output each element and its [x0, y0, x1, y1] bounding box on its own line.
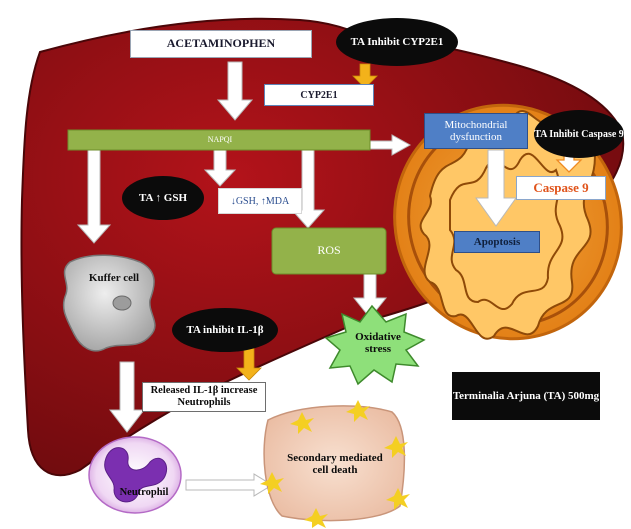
- released-il1b-box: Released IL-1β increase Neutrophils: [142, 382, 266, 412]
- arrow-inhibit-il1b: [236, 347, 262, 381]
- acetaminophen-box: ACETAMINOPHEN: [130, 30, 312, 58]
- ta-inhibit-cyp2e1-oval: TA Inhibit CYP2E1: [336, 18, 458, 66]
- ta-inhibit-il1b-oval: TA inhibit IL-1β: [172, 308, 278, 352]
- arrow-napqi-mito: [367, 134, 412, 156]
- arrow-napqi-gsh: [203, 149, 237, 187]
- ta-inhibit-caspase9-oval: TA Inhibit Caspase 9: [534, 110, 624, 158]
- arrow-ros-oxidative: [352, 273, 388, 319]
- kuffer-cell-nucleus: [112, 295, 132, 311]
- gsh-mda-box: ↓GSH, ↑MDA: [218, 188, 302, 214]
- arrow-acetaminophen-napqi: [216, 61, 254, 121]
- ros-box: [271, 227, 387, 275]
- arrow-to-neutrophil: [108, 361, 146, 433]
- oxidative-stress-burst: [324, 304, 426, 386]
- kuffer-cell: [62, 254, 156, 352]
- arrow-mito-apoptosis: [475, 149, 517, 227]
- mitochondrial-dysfunction-box: Mitochondrial dysfunction: [424, 113, 528, 149]
- arrow-inhibit-cyp2e1: [352, 63, 378, 89]
- neutrophil-label: Neutrophil: [119, 487, 169, 499]
- oxidative-stress-label: Oxidative stress: [355, 330, 401, 355]
- inhibit-arrows: [236, 63, 378, 381]
- caspase9-box: Caspase 9: [516, 176, 606, 200]
- napqi-label: NAPQI: [207, 134, 233, 144]
- kuffer-cell-label: Kuffer cell: [88, 271, 140, 284]
- ta-gsh-oval: TA ↑ GSH: [122, 176, 204, 220]
- terminalia-box: Terminalia Arjuna (TA) 500mg: [452, 372, 600, 420]
- ros-label: ROS: [317, 243, 341, 258]
- cyp2e1-box: CYP2E1: [264, 84, 374, 106]
- neutrophil-nucleus: [104, 447, 168, 503]
- apoptosis-box: Apoptosis: [454, 231, 540, 253]
- napqi-bar: [67, 129, 371, 151]
- arrow-napqi-kuffer: [76, 149, 112, 244]
- flow-arrows: [76, 61, 517, 497]
- secondary-death-cell: [260, 400, 410, 528]
- secondary-death-label: Secondary mediated cell death: [287, 451, 383, 476]
- arrow-neutrophil-secondary: [185, 473, 273, 497]
